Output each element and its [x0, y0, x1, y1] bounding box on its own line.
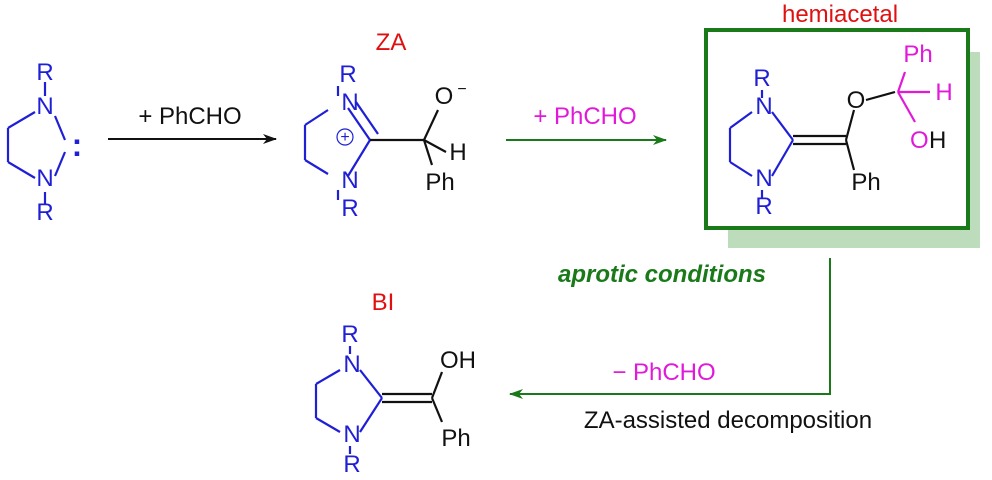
atom-n: N — [341, 167, 358, 194]
positive-charge-circle — [336, 128, 354, 146]
hemiacetal-box — [704, 28, 970, 230]
reagent-phcho: + PhCHO — [138, 103, 241, 130]
negative-charge: − — [457, 81, 466, 98]
atom-h-hydroxyl: H — [929, 127, 946, 154]
label-aprotic-conditions: aprotic conditions — [558, 261, 766, 288]
atom-h-magenta: H — [935, 79, 952, 106]
atom-n: N — [343, 421, 360, 448]
atom-r: R — [36, 199, 53, 226]
arrow-step-3 — [509, 258, 831, 399]
positive-charge: + — [340, 129, 349, 146]
atom-r: R — [341, 321, 358, 348]
atom-r: R — [339, 61, 356, 88]
breslow-intermediate-structure: R N N R OH Ph — [314, 321, 476, 478]
atom-n: N — [755, 165, 772, 192]
substituent-ph: Ph — [851, 169, 880, 196]
hemiacetal-structure: R N N R O Ph Ph H O H — [728, 41, 953, 220]
label-hemiacetal: hemiacetal — [782, 1, 898, 28]
atom-o-hydroxyl: O — [910, 127, 929, 154]
label-bi: BI — [372, 289, 395, 316]
label-decomposition: ZA-assisted decomposition — [584, 407, 872, 434]
atom-oh: OH — [440, 347, 476, 374]
carbene-structure: R N N R : — [6, 59, 83, 226]
reagent-phcho-second: + PhCHO — [533, 103, 636, 130]
atom-o-minus: O — [435, 83, 454, 110]
atom-r: R — [36, 59, 53, 86]
label-za: ZA — [376, 29, 407, 56]
substituent-ph-magenta: Ph — [903, 41, 932, 68]
atom-n: N — [36, 165, 53, 192]
reagent-loss-phcho: − PhCHO — [612, 359, 715, 386]
atom-h: H — [449, 139, 466, 166]
substituent-ph: Ph — [425, 169, 454, 196]
atom-n: N — [343, 351, 360, 378]
atom-r: R — [343, 451, 360, 478]
atom-r: R — [341, 195, 358, 222]
atom-n-plus: N — [341, 89, 358, 116]
zwitterionic-adduct-structure: R N + N R O − H Ph — [303, 61, 467, 222]
carbene-lone-pair: : — [72, 127, 83, 163]
atom-n: N — [755, 93, 772, 120]
substituent-ph: Ph — [441, 425, 470, 452]
atom-n: N — [36, 93, 53, 120]
atom-r: R — [753, 65, 770, 92]
atom-r: R — [755, 193, 772, 220]
atom-o: O — [847, 87, 866, 114]
